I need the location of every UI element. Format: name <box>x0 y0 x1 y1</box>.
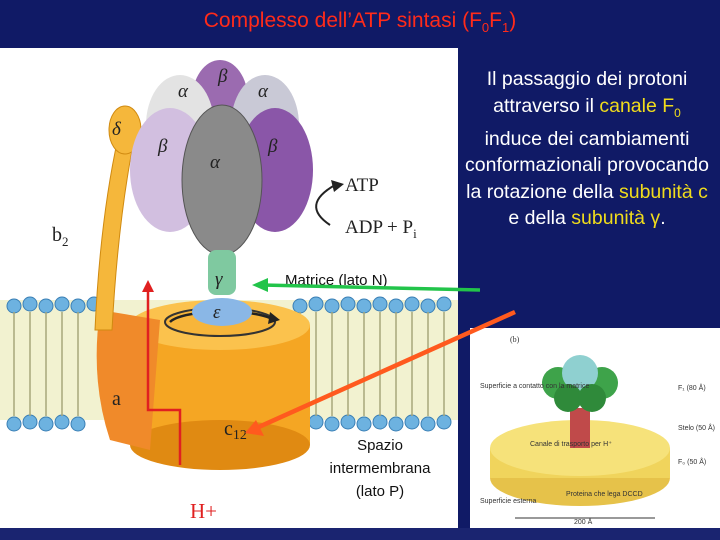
label-gamma: γ <box>215 269 223 290</box>
label-space-3: (lato P) <box>356 483 404 500</box>
atp-synthase-diagram: α β α β β α δ γ ε b2 a c12 H+ ATP ADP + … <box>0 60 458 523</box>
atp-arrow <box>315 184 336 226</box>
proton-path <box>142 280 182 465</box>
label-space-2: intermembrana <box>330 460 432 477</box>
label-space-1: Spazio <box>357 437 403 454</box>
label-f1: F₁ (80 Å) <box>678 383 706 392</box>
f1-head <box>130 60 313 326</box>
label-alpha-center: α <box>210 152 221 173</box>
label-panel-b: (b) <box>510 335 520 344</box>
atp-synthase-figure: α β α β β α δ γ ε b2 a c12 H+ ATP ADP + … <box>0 48 458 530</box>
label-delta: δ <box>112 119 122 140</box>
label-beta-right: β <box>267 136 278 157</box>
orange-arrow <box>251 309 516 433</box>
label-beta-left: β <box>157 136 168 157</box>
subunit-b2 <box>94 105 142 331</box>
green-arrow <box>261 283 481 292</box>
label-alpha-right: α <box>258 81 269 102</box>
label-a: a <box>112 388 121 410</box>
label-surf-ext: Superficie esterna <box>480 498 537 505</box>
caption-text: Il passaggio dei protoni attraverso il c… <box>465 68 709 230</box>
bottom-bar <box>0 528 720 540</box>
label-adp-pi: ADP + Pi <box>345 217 417 241</box>
label-f0: F₀ (50 Å) <box>678 457 706 466</box>
label-stelo: Stelo (50 Å) <box>678 423 715 432</box>
label-beta-top: β <box>217 66 228 87</box>
label-epsilon: ε <box>213 302 221 323</box>
caption-highlight-gamma: subunità γ <box>571 207 661 230</box>
f0f1-inset-diagram: (b) Superficie a contatto con la matrice… <box>480 335 715 526</box>
label-proteina: Proteina che lega DCCD <box>566 491 643 498</box>
subunit-a <box>96 310 160 450</box>
caption-highlight-c: subunità c <box>618 180 708 203</box>
label-width: 200 Å <box>574 517 593 526</box>
label-alpha-left: α <box>178 81 189 102</box>
label-atp: ATP <box>345 175 379 196</box>
caption-highlight-f0: canale F0 <box>599 94 681 120</box>
label-surf-matrix: Superficie a contatto con la matrice <box>480 383 589 390</box>
slide-title: Complesso dell’ATP sintasi (F0F1) <box>203 9 517 36</box>
label-c12: c12 <box>224 418 247 443</box>
label-b2: b2 <box>52 224 69 249</box>
label-canale: Canale di trasporto per H⁺ <box>530 441 612 448</box>
label-h-plus: H+ <box>190 499 217 523</box>
f0f1-inset-figure: (b) Superficie a contatto con la matrice… <box>470 328 720 530</box>
